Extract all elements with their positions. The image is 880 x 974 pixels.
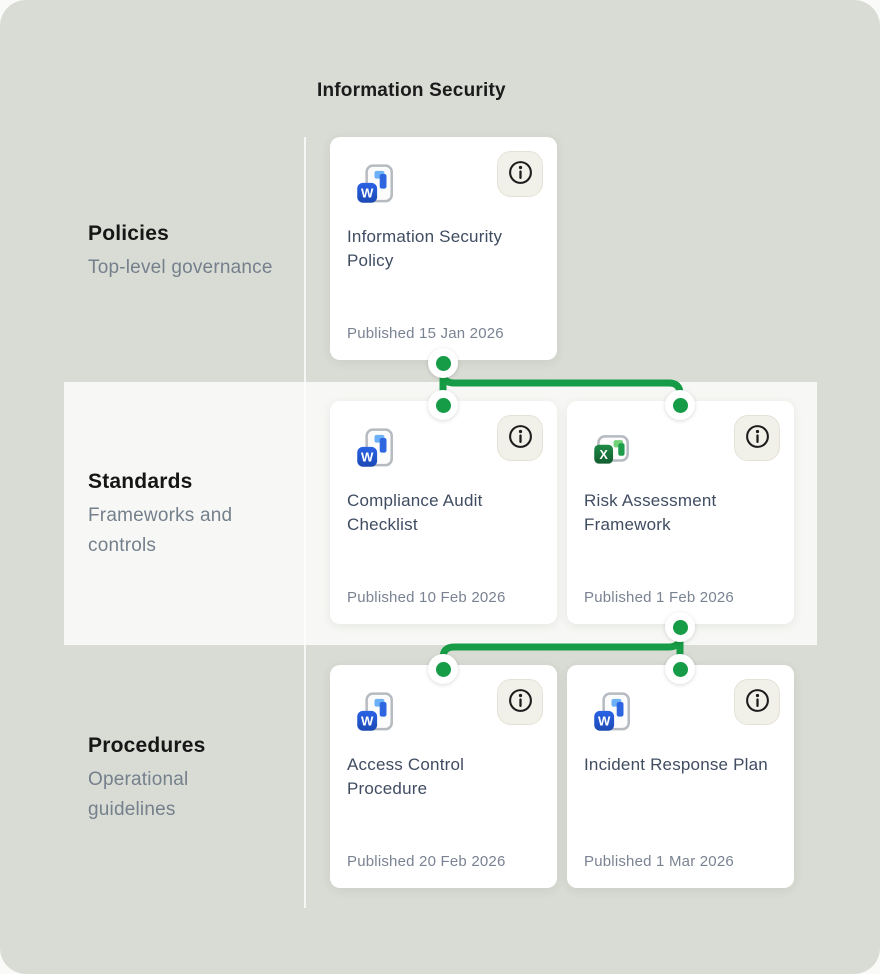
card-published-date: Published 15 Jan 2026 — [347, 325, 504, 342]
tier-description: Operational guidelines — [88, 769, 189, 820]
word-document-icon: W — [352, 691, 398, 737]
card-published-date: Published 20 Feb 2026 — [347, 853, 506, 870]
document-card[interactable]: X Risk Assessment Framework Published 1 … — [567, 401, 794, 624]
excel-spreadsheet-icon: X — [589, 427, 635, 473]
info-icon — [507, 159, 534, 189]
word-document-icon: W — [589, 691, 635, 737]
connector-node-dot — [665, 612, 695, 642]
svg-text:X: X — [599, 448, 608, 462]
connector-node-dot — [428, 348, 458, 378]
document-card[interactable]: W Information Security Policy Published … — [330, 137, 557, 360]
info-icon — [744, 423, 771, 453]
info-icon — [744, 687, 771, 717]
card-published-date: Published 1 Feb 2026 — [584, 589, 734, 606]
tier-heading: Procedures — [88, 734, 206, 757]
card-published-date: Published 10 Feb 2026 — [347, 589, 506, 606]
page-title: Information Security — [317, 80, 506, 101]
info-button[interactable] — [497, 415, 543, 461]
info-icon — [507, 687, 534, 717]
connector-node-dot — [665, 390, 695, 420]
card-title: Incident Response Plan — [584, 755, 768, 774]
card-title: Risk Assessment Framework — [584, 491, 717, 534]
document-card[interactable]: W Access Control Procedure Published 20 … — [330, 665, 557, 888]
word-document-icon: W — [352, 163, 398, 209]
svg-text:W: W — [361, 714, 374, 729]
card-title: Access Control Procedure — [347, 755, 465, 798]
info-icon — [507, 423, 534, 453]
document-card[interactable]: W Incident Response Plan Published 1 Mar… — [567, 665, 794, 888]
connector-node-dot — [665, 654, 695, 684]
vertical-divider — [304, 137, 306, 908]
tier-heading: Policies — [88, 222, 169, 245]
tier-label-policies: Policies Top-level governance — [88, 222, 308, 283]
card-title: Compliance Audit Checklist — [347, 491, 483, 534]
tier-description: Frameworks and controls — [88, 505, 233, 556]
document-card[interactable]: W Compliance Audit Checklist Published 1… — [330, 401, 557, 624]
connector-node-dot — [428, 390, 458, 420]
card-title: Information Security Policy — [347, 227, 503, 270]
info-button[interactable] — [734, 415, 780, 461]
tier-heading: Standards — [88, 470, 193, 493]
svg-text:W: W — [361, 450, 374, 465]
tier-description: Top-level governance — [88, 257, 273, 278]
svg-text:W: W — [361, 186, 374, 201]
word-document-icon: W — [352, 427, 398, 473]
info-button[interactable] — [497, 679, 543, 725]
svg-text:W: W — [598, 714, 611, 729]
tier-label-standards: Standards Frameworks and controls — [88, 470, 308, 561]
tier-label-procedures: Procedures Operational guidelines — [88, 734, 308, 825]
info-button[interactable] — [497, 151, 543, 197]
info-button[interactable] — [734, 679, 780, 725]
connector-node-dot — [428, 654, 458, 684]
card-published-date: Published 1 Mar 2026 — [584, 853, 734, 870]
